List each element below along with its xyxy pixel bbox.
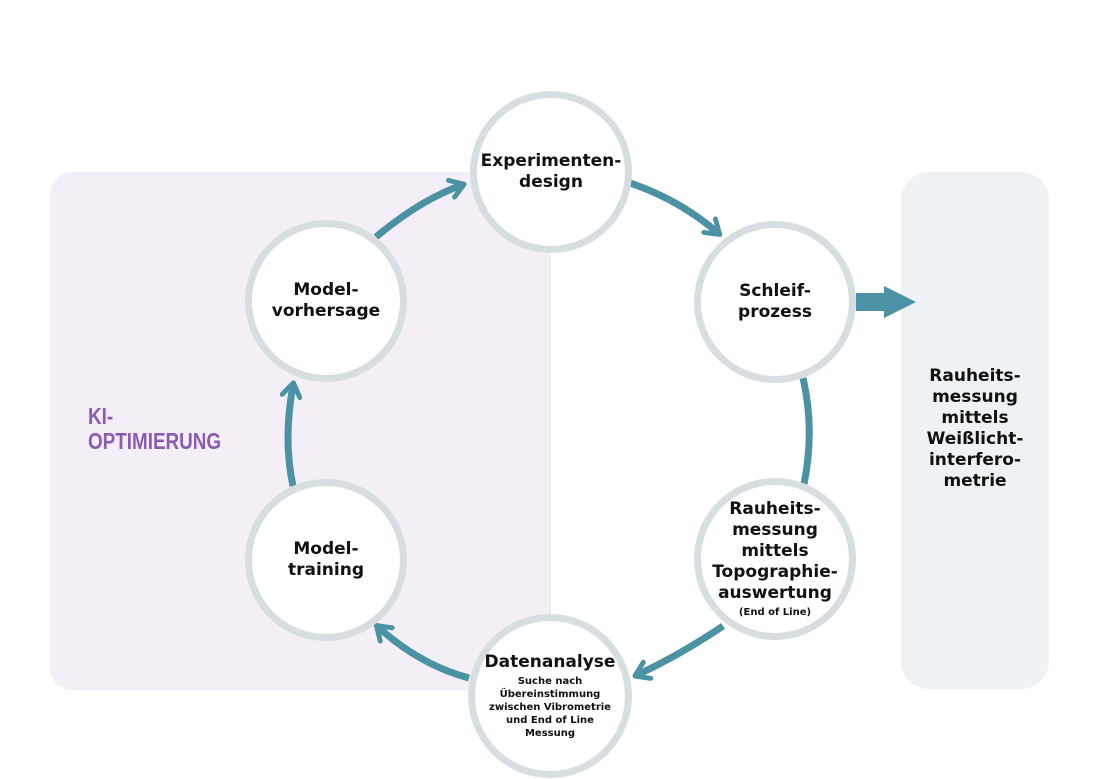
node-experimentendesign: Experimenten- design [470, 91, 632, 253]
weisslicht-panel [901, 172, 1049, 689]
ki-optimierung-label: KI- OPTIMIERUNG [88, 404, 221, 454]
arrow-datenanalyse-to-training [378, 627, 470, 682]
node-datenanalyse: Datenanalyse Suche nach Übereinstimmung … [468, 614, 632, 778]
node-modeltraining-title: Model- training [287, 539, 364, 580]
node-schleifprozess-title: Schleif- prozess [738, 281, 812, 322]
ki-label-line1: KI- [88, 403, 114, 429]
arrow-schleif-to-weisslicht [856, 286, 916, 318]
node-schleifprozess: Schleif- prozess [694, 221, 856, 383]
weisslicht-title: Rauheits- messung mittels Weißlicht- int… [926, 366, 1024, 491]
arrow-schleif-to-rauheit [799, 377, 813, 485]
node-modelvorhersage: Model- vorhersage [245, 220, 407, 382]
node-experimentendesign-title: Experimenten- design [480, 151, 622, 192]
panel-divider [550, 255, 551, 690]
node-datenanalyse-title: Datenanalyse [484, 652, 616, 672]
node-datenanalyse-subtitle: Suche nach Übereinstimmung zwischen Vibr… [489, 676, 611, 739]
arrow-design-to-schleif [628, 179, 718, 233]
node-modeltraining: Model- training [245, 479, 407, 641]
node-rauheitsmessung-topographie: Rauheits- messung mittels Topographie- a… [694, 478, 856, 640]
node-rauheitsmessung-topographie-subtitle: (End of Line) [738, 607, 812, 618]
node-rauheitsmessung-topographie-title: Rauheits- messung mittels Topographie- a… [712, 499, 838, 603]
arrow-vorhersage-to-design [373, 185, 462, 240]
arrow-rauheit-to-datenanalyse [637, 623, 725, 675]
arrow-training-to-vorhersage [288, 385, 293, 487]
node-modelvorhersage-title: Model- vorhersage [271, 280, 381, 321]
ki-label-line2: OPTIMIERUNG [88, 428, 222, 454]
